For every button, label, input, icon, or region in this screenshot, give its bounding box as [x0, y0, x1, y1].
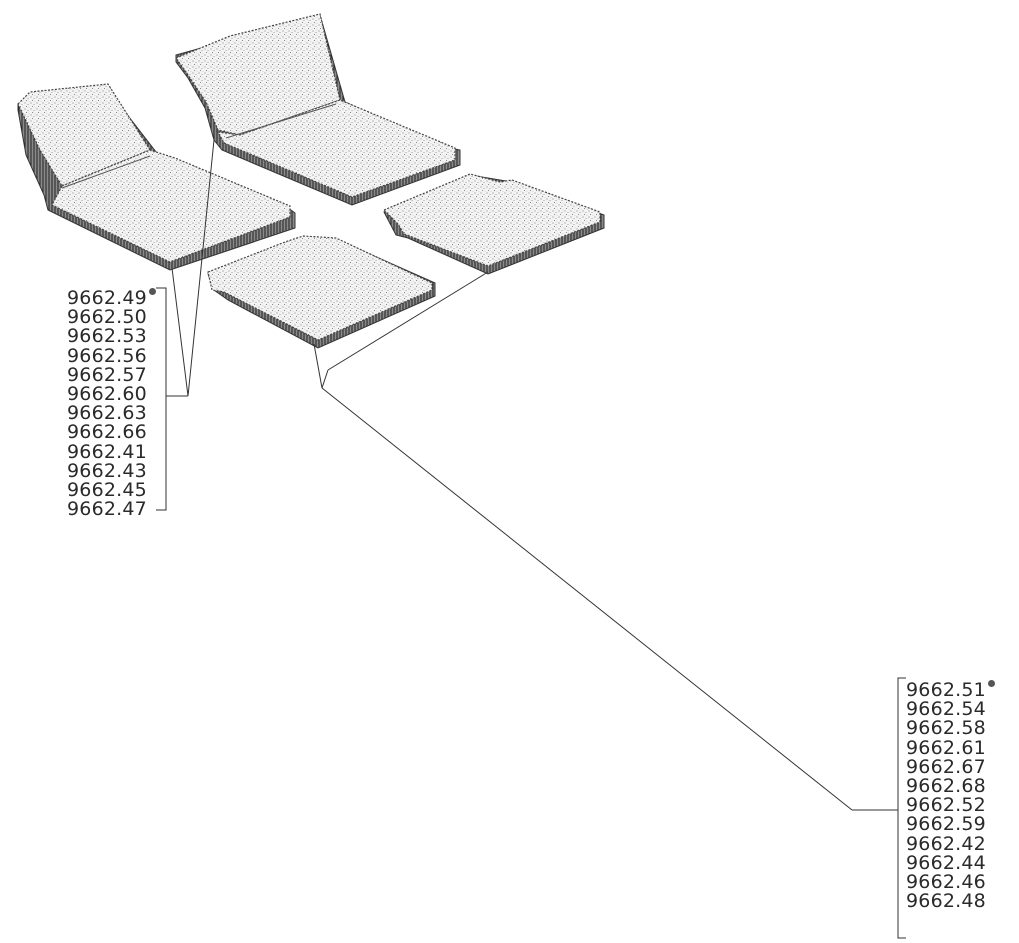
part-number-item: 9662.63 — [67, 404, 156, 423]
part-number-item: 9662.52 — [906, 796, 995, 815]
floor-pad-right — [382, 173, 605, 275]
part-number: 9662.41 — [67, 440, 147, 463]
part-number: 9662.50 — [67, 306, 147, 329]
part-number: 9662.56 — [67, 344, 147, 367]
part-number-item: 9662.51 — [906, 680, 995, 700]
part-number-item: 9662.56 — [67, 344, 156, 367]
part-number: 9662.51 — [906, 679, 986, 701]
part-number-item: 9662.41 — [67, 440, 156, 463]
part-number-item: 9662.48 — [906, 892, 995, 911]
part-number-item: 9662.61 — [906, 736, 995, 759]
marker-dot-icon — [148, 288, 156, 295]
part-number: 9662.57 — [67, 363, 147, 386]
part-number: 9662.61 — [906, 736, 986, 759]
part-number-item: 9662.68 — [906, 775, 995, 798]
part-number-item: 9662.67 — [906, 755, 995, 778]
part-number: 9662.54 — [906, 698, 986, 721]
part-number-item: 9662.59 — [906, 815, 995, 834]
part-number: 9662.47 — [67, 498, 147, 521]
part-number: 9662.49 — [67, 287, 147, 309]
leader-lines-right — [313, 271, 898, 811]
part-number: 9662.59 — [906, 813, 986, 836]
part-number: 9662.66 — [67, 421, 147, 444]
part-number: 9662.46 — [906, 871, 986, 894]
part-number: 9662.67 — [906, 755, 986, 778]
part-number-item: 9662.66 — [67, 423, 156, 442]
part-number-item: 9662.47 — [67, 500, 156, 519]
part-number-item: 9662.46 — [906, 871, 995, 894]
marker-dot-icon — [987, 680, 995, 687]
part-number-item: 9662.54 — [906, 700, 995, 719]
part-number-item: 9662.58 — [906, 719, 995, 738]
part-number: 9662.42 — [906, 832, 986, 855]
part-number: 9662.58 — [906, 717, 986, 740]
leader-lines-left — [166, 139, 215, 397]
part-number: 9662.68 — [906, 775, 986, 798]
part-number: 9662.52 — [906, 794, 986, 817]
part-number-item: 9662.57 — [67, 363, 156, 386]
bracket-right — [897, 677, 906, 939]
part-number-item: 9662.42 — [906, 832, 995, 855]
part-number-item: 9662.43 — [67, 459, 156, 482]
part-number-item: 9662.44 — [906, 851, 995, 874]
part-number-item: 9662.45 — [67, 479, 156, 502]
part-number-item: 9662.50 — [67, 308, 156, 327]
part-number-item: 9662.60 — [67, 383, 156, 406]
part-number: 9662.48 — [906, 890, 986, 913]
part-number: 9662.60 — [67, 383, 147, 406]
floor-pad-left — [207, 235, 436, 349]
right-seat-pad — [175, 13, 461, 206]
part-number: 9662.63 — [67, 402, 147, 425]
left-seat-pad — [17, 83, 296, 271]
bracket-left — [156, 287, 167, 511]
part-number: 9662.44 — [906, 851, 986, 874]
part-number-item: 9662.53 — [67, 327, 156, 346]
part-number: 9662.53 — [67, 325, 147, 348]
part-number: 9662.45 — [67, 479, 147, 502]
part-number-item: 9662.49 — [67, 288, 156, 308]
part-number: 9662.43 — [67, 459, 147, 482]
